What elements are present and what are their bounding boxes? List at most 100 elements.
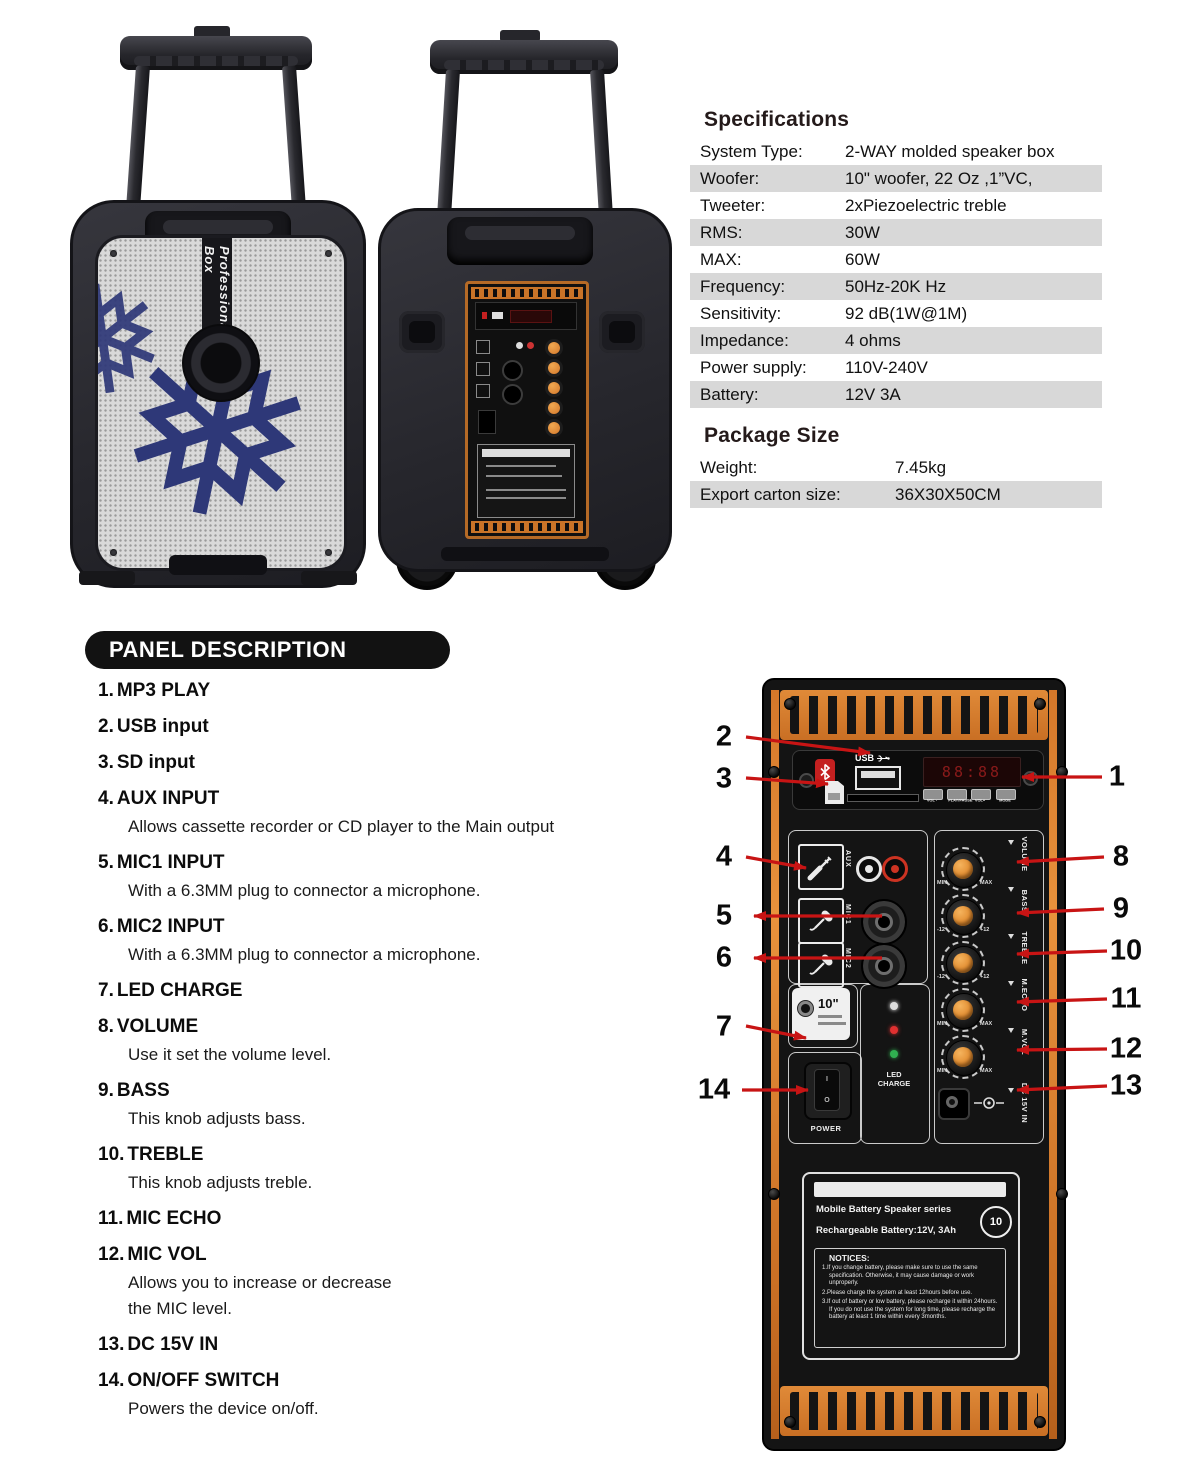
rca-white — [516, 342, 523, 349]
spec-row: Tweeter: 2xPiezoelectric treble — [690, 192, 1102, 219]
dc-in-label: DC 15V IN — [1020, 1082, 1029, 1124]
callout-2: 2 — [715, 720, 733, 753]
spec-label: System Type: — [700, 141, 803, 161]
item-title: 1.MP3 PLAY — [98, 678, 688, 704]
callout-12: 12 — [1109, 1032, 1143, 1065]
brand-strip-text: Professional Box — [202, 246, 232, 337]
back-bottom-trim — [441, 547, 609, 561]
knob-label-row: VOLUME — [1008, 830, 1042, 877]
callout-14: 14 — [697, 1073, 731, 1106]
vent-bottom — [471, 521, 583, 533]
rear-panel-small — [465, 281, 589, 539]
vent-top — [471, 287, 583, 299]
mic1-jack — [502, 360, 523, 381]
rca-jack-red — [882, 856, 908, 882]
usb-trident-icon — [877, 754, 890, 762]
notice-item: 3.If out of battery or low battery, plea… — [822, 1299, 998, 1320]
panel-description-item: 13.DC 15V IN — [98, 1332, 688, 1358]
specifications-section: Specifications System Type: 2-WAY molded… — [690, 108, 1102, 408]
item-description: Allows cassette recorder or CD player to… — [128, 817, 555, 836]
mode-label: MODE — [999, 799, 1011, 803]
callout-1: 1 — [1108, 760, 1126, 793]
callout-9: 9 — [1112, 892, 1130, 925]
label-text-line — [486, 465, 556, 467]
rotary-knob: MIN MAX — [936, 987, 1036, 1034]
woofer-icon — [797, 1000, 814, 1017]
item-title: 4.AUX INPUT — [98, 786, 688, 812]
power-rocker: I O — [814, 1069, 840, 1111]
item-number: 12. — [98, 1244, 125, 1265]
item-title: 10.TREBLE — [98, 1142, 688, 1168]
usb-port — [492, 312, 503, 319]
spec-row: Woofer: 10" woofer, 22 Oz ,1”VC, — [690, 165, 1102, 192]
sd-card-slot — [847, 794, 919, 802]
knob-tick-ring — [941, 847, 985, 891]
item-number: 1. — [98, 680, 114, 701]
vol-minus-label: VOL - — [926, 799, 938, 803]
notice-item: 1.If you change battery, please make sur… — [822, 1265, 978, 1286]
spec-value: 60W — [845, 249, 880, 269]
power-group-outline — [788, 1052, 862, 1144]
item-description: Allows you to increase or decrease the M… — [128, 1273, 392, 1318]
knob-tick-ring — [941, 941, 985, 985]
top-carry-handle — [447, 217, 593, 265]
knob — [548, 382, 560, 394]
callout-11: 11 — [1110, 982, 1142, 1015]
vent-bottom — [780, 1386, 1048, 1436]
led-display: 88:88 — [923, 757, 1021, 787]
speaker-back-photo — [372, 12, 672, 590]
spec-row: Sensitivity: 92 dB(1W@1M) — [690, 300, 1102, 327]
grille-screw — [325, 250, 332, 257]
knob-label-row: M.VOL — [1008, 1018, 1042, 1065]
front-bottom-trim — [169, 555, 267, 575]
speaker-cabinet-back — [378, 208, 672, 572]
grille-screw — [110, 549, 117, 556]
aux-icon — [476, 340, 490, 354]
knobs-group-outline — [934, 830, 1044, 1144]
knob-label: M.VOL — [1020, 1028, 1029, 1055]
sd-card-icon — [825, 781, 844, 804]
panel-screw — [1056, 1188, 1068, 1200]
display — [510, 310, 552, 323]
item-title: 9.BASS — [98, 1078, 688, 1104]
knob — [548, 342, 560, 354]
item-name: AUX INPUT — [116, 788, 220, 809]
item-description: Powers the device on/off. — [128, 1399, 319, 1418]
item-number: 9. — [98, 1080, 114, 1101]
package-value: 36X30X50CM — [895, 484, 1001, 504]
spec-value: 2-WAY molded speaker box — [845, 141, 1055, 161]
panel-description-list: 1.MP3 PLAY 2.USB input 3.SD input 4.AUX … — [98, 678, 688, 1432]
panel-screw — [784, 698, 796, 710]
knob-column: MIN MAX -12 +12 — [936, 846, 1036, 1081]
item-number: 3. — [98, 752, 114, 773]
rotary-knob: -12 +12 — [936, 940, 1036, 987]
panel-screw — [768, 766, 780, 778]
mic2-jack — [502, 384, 523, 405]
trolley-pole-left — [436, 69, 460, 229]
spec-value: 4 ohms — [845, 330, 901, 350]
spec-row: System Type: 2-WAY molded speaker box — [690, 138, 1102, 165]
spec-row: RMS: 30W — [690, 219, 1102, 246]
callout-13: 13 — [1109, 1069, 1143, 1102]
trolley-handle-tab — [500, 30, 540, 42]
panel-screw — [784, 1416, 796, 1428]
knob-min-label: -12 — [937, 927, 945, 933]
panel-description-item: 1.MP3 PLAY — [98, 678, 688, 704]
spec-label: Battery: — [700, 384, 759, 404]
pointer-triangle — [1008, 1088, 1014, 1093]
item-description: This knob adjusts treble. — [128, 1173, 313, 1192]
dc-power-jack — [938, 1088, 970, 1120]
callout-4: 4 — [715, 840, 733, 873]
knob-tick-ring — [941, 1035, 985, 1079]
battery-text: Rechargeable Battery:12V, 3Ah — [816, 1225, 957, 1236]
knob-min-label: -12 — [937, 974, 945, 980]
knob-cap — [953, 859, 973, 879]
series-text: Mobile Battery Speaker series — [816, 1204, 952, 1215]
spec-value: 10" woofer, 22 Oz ,1”VC, — [845, 168, 1033, 188]
package-label: Weight: — [700, 457, 758, 477]
rca-red — [527, 342, 534, 349]
play-pause-button — [947, 789, 967, 800]
item-name: BASS — [116, 1080, 170, 1101]
item-name: USB input — [116, 716, 209, 737]
item-description: With a 6.3MM plug to connector a microph… — [128, 881, 481, 900]
